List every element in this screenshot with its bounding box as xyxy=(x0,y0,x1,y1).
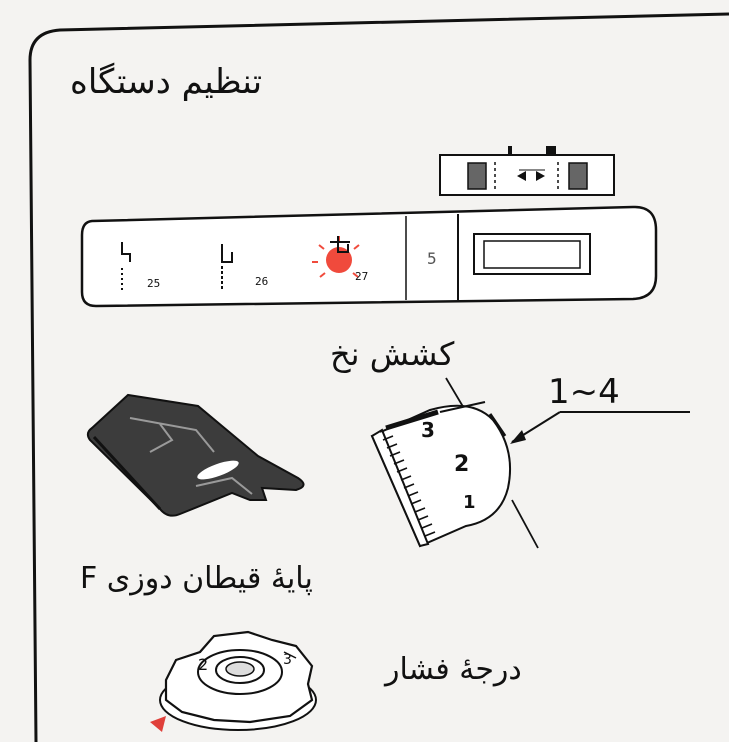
tension-range-label: 1~4 xyxy=(548,372,620,412)
dial-number-1: 1 xyxy=(463,492,476,513)
thread-tension-label: کشش نخ xyxy=(330,335,454,373)
stitch-number-26: 26 xyxy=(255,275,268,288)
frame-border xyxy=(30,14,729,742)
knob-number-3: 3 xyxy=(283,652,292,668)
stitch-number-25: 25 xyxy=(147,277,160,290)
dial-number-2: 2 xyxy=(454,452,469,477)
stitch-selector-panel xyxy=(82,207,656,306)
pointer-marker xyxy=(150,716,166,732)
knob-number-2: 2 xyxy=(198,655,208,674)
pressure-dial-label: درجهٔ فشار xyxy=(385,652,522,687)
dial-number-3: 3 xyxy=(421,418,435,442)
page-title: تنظیم دستگاه xyxy=(70,62,262,102)
pressure-dial-knob xyxy=(150,632,316,732)
presser-foot-illustration xyxy=(88,395,304,516)
stitch-number-27: 27 xyxy=(355,270,368,283)
slider-indicator xyxy=(440,146,614,195)
presser-foot-label: پایهٔ قیطان دوزی F xyxy=(80,561,313,596)
stitch-window-digit: 5 xyxy=(427,249,437,268)
thread-tension-dial xyxy=(372,378,690,548)
